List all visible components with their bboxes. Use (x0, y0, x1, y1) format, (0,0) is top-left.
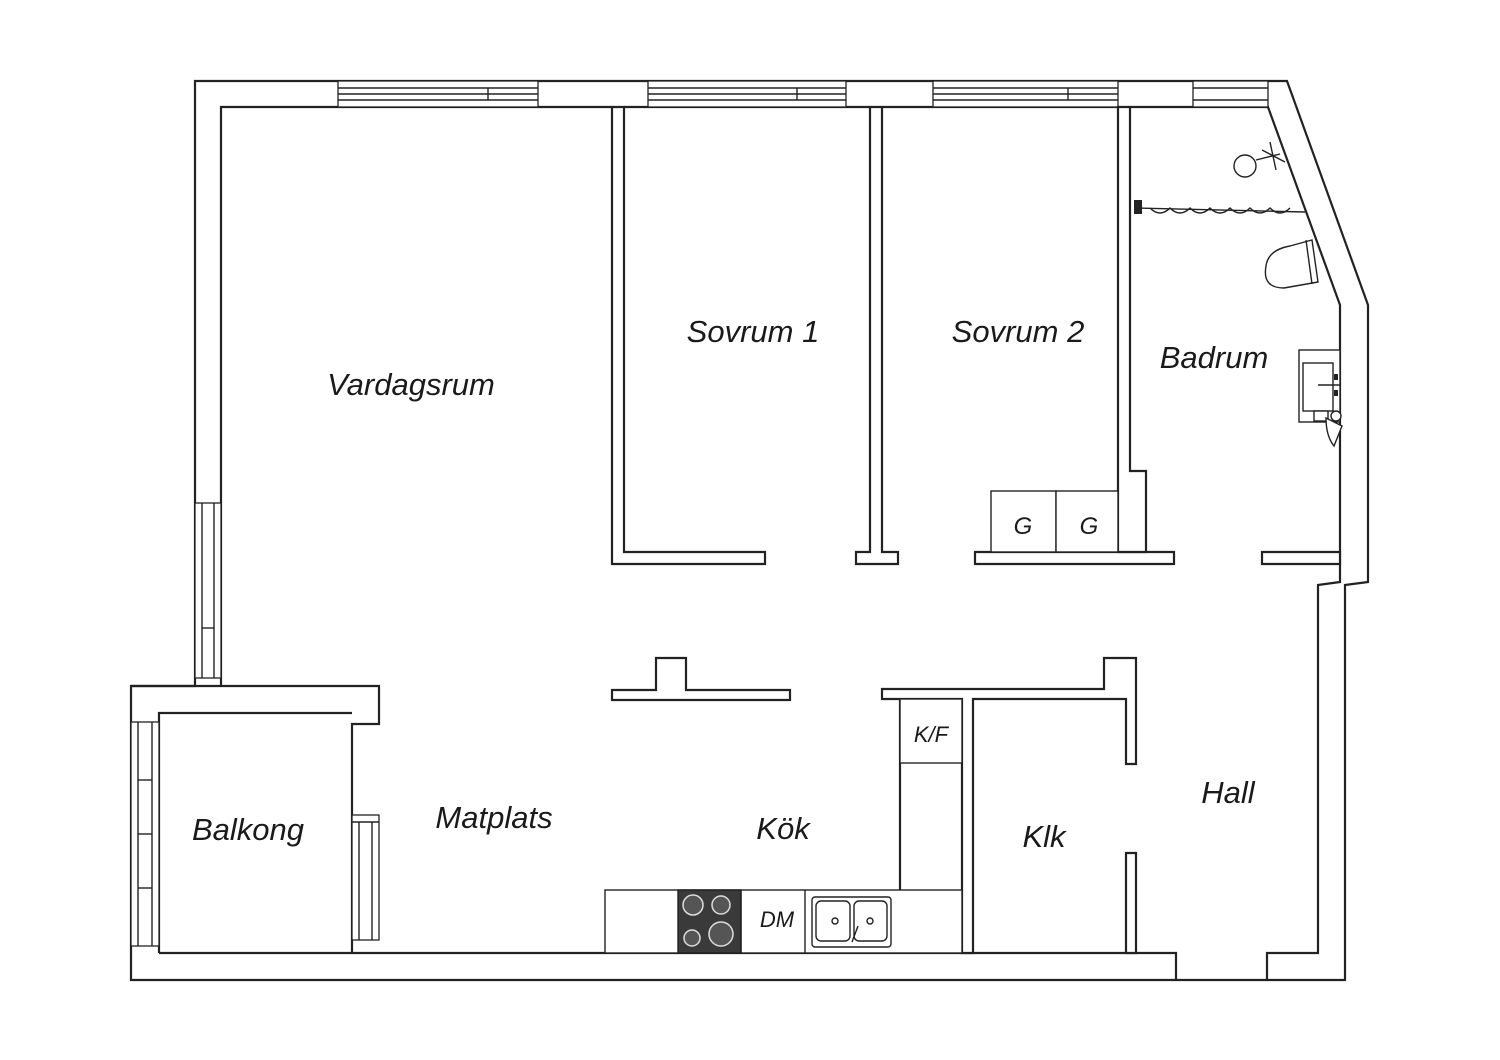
wardrobe-2 (1055, 490, 1119, 553)
wardrobe-1 (990, 490, 1057, 553)
window-badrum (1192, 80, 1269, 108)
label-vardagsrum: Vardagsrum (327, 367, 495, 402)
room-labels: Vardagsrum Sovrum 1 Sovrum 2 Badrum Balk… (192, 314, 1268, 854)
label-klk: Klk (1022, 819, 1067, 854)
label-badrum: Badrum (1160, 340, 1269, 375)
washbasin-icon (1298, 349, 1343, 448)
bathroom-fixtures (1133, 141, 1343, 448)
wall-sovrum-1 (610, 105, 767, 566)
window-sovrum-2 (932, 80, 1119, 108)
inner-wall-outline (219, 105, 1342, 980)
label-kok: Kök (756, 811, 811, 846)
wall-badrum-bottom (1260, 550, 1342, 566)
label-balkong: Balkong (192, 812, 304, 847)
interior-walls (610, 105, 1342, 955)
fridge-freezer (899, 698, 963, 764)
fridge-freezer-label: K/F (914, 722, 950, 747)
wall-between-bedrooms (854, 105, 900, 566)
sink-icon (811, 896, 892, 948)
shower-curtain-icon (1133, 200, 1306, 214)
bottom-inner-wall (159, 951, 1178, 980)
wardrobes: G G (990, 490, 1119, 553)
shower-icon (1233, 141, 1286, 178)
label-sovrum-1: Sovrum 1 (687, 314, 820, 349)
label-matplats: Matplats (435, 800, 552, 835)
wall-sovrum-2-bottom (973, 550, 1176, 566)
label-sovrum-2: Sovrum 2 (952, 314, 1085, 349)
window-left-vardagsrum (194, 502, 222, 679)
wardrobe-2-label: G (1080, 513, 1099, 540)
dishwasher-label: DM (760, 907, 795, 932)
stove-icon (677, 889, 742, 954)
window-balcony-left (130, 721, 160, 947)
wall-middle-partition (610, 656, 792, 702)
window-sovrum-1 (647, 80, 847, 108)
kitchen-counter (604, 889, 963, 954)
label-hall: Hall (1201, 775, 1256, 810)
toilet-icon (1264, 239, 1319, 289)
wall-badrum-left (1116, 105, 1148, 554)
kitchen-fixtures: K/F DM (604, 698, 963, 954)
outer-walls (129, 79, 1370, 982)
wall-hall-stub (1124, 851, 1138, 955)
outer-wall-outline (129, 79, 1370, 982)
balcony-door (351, 814, 380, 941)
wardrobe-1-label: G (1014, 513, 1033, 540)
window-vardagsrum (337, 80, 539, 108)
windows (130, 80, 1269, 947)
